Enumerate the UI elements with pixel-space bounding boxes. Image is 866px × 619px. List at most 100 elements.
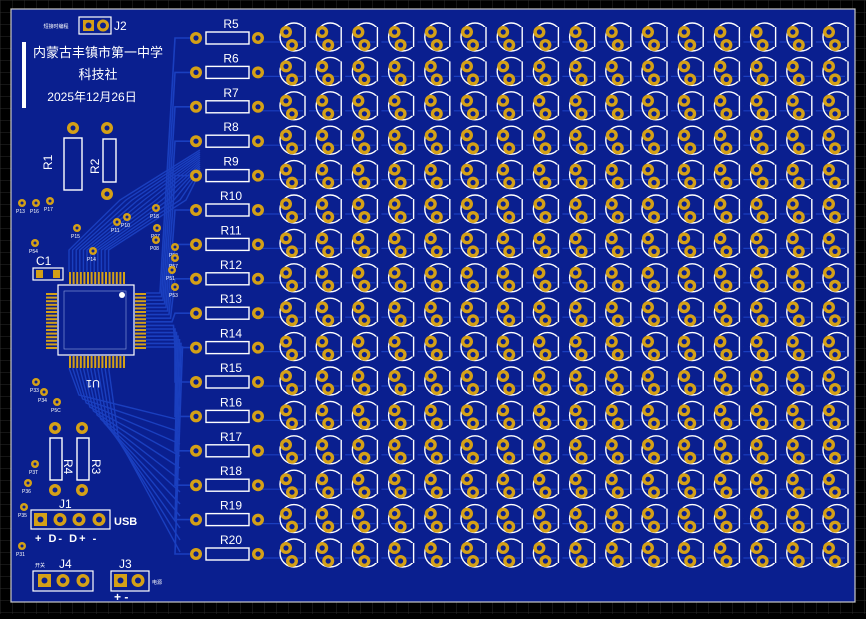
led[interactable] bbox=[786, 22, 816, 52]
led[interactable] bbox=[568, 435, 599, 465]
led[interactable] bbox=[749, 125, 780, 155]
led[interactable] bbox=[568, 228, 599, 259]
test-point[interactable]: P5C bbox=[51, 398, 61, 414]
led[interactable] bbox=[568, 297, 599, 327]
led[interactable] bbox=[315, 469, 346, 499]
led[interactable] bbox=[387, 194, 418, 224]
led[interactable] bbox=[641, 56, 671, 87]
resistor-r7[interactable]: R7 bbox=[190, 86, 264, 114]
led[interactable] bbox=[605, 159, 635, 190]
led[interactable] bbox=[351, 22, 382, 52]
led[interactable] bbox=[496, 297, 527, 327]
led[interactable] bbox=[387, 469, 418, 499]
test-point[interactable]: P16 bbox=[30, 199, 40, 215]
led[interactable] bbox=[605, 297, 635, 327]
led[interactable] bbox=[822, 366, 852, 396]
resistor-r12[interactable]: R12 bbox=[190, 258, 264, 286]
led[interactable] bbox=[677, 56, 708, 87]
led[interactable] bbox=[713, 366, 744, 396]
led[interactable] bbox=[677, 331, 708, 362]
led[interactable] bbox=[424, 56, 454, 87]
led[interactable] bbox=[532, 538, 563, 568]
led[interactable] bbox=[568, 400, 599, 431]
led[interactable] bbox=[713, 194, 744, 224]
led[interactable] bbox=[605, 91, 635, 121]
led[interactable] bbox=[786, 503, 816, 534]
led[interactable] bbox=[496, 22, 527, 52]
led[interactable] bbox=[460, 435, 490, 465]
led[interactable] bbox=[424, 366, 454, 396]
led[interactable] bbox=[713, 297, 744, 327]
led[interactable] bbox=[351, 228, 382, 259]
led[interactable] bbox=[279, 538, 309, 568]
led[interactable] bbox=[822, 538, 852, 568]
led[interactable] bbox=[460, 22, 490, 52]
led[interactable] bbox=[786, 194, 816, 224]
led[interactable] bbox=[279, 435, 309, 465]
led[interactable] bbox=[749, 56, 780, 87]
led[interactable] bbox=[532, 125, 563, 155]
led[interactable] bbox=[749, 297, 780, 327]
led[interactable] bbox=[786, 228, 816, 259]
led[interactable] bbox=[351, 297, 382, 327]
led[interactable] bbox=[568, 22, 599, 52]
test-point[interactable]: P3T bbox=[29, 460, 39, 476]
led[interactable] bbox=[713, 263, 744, 293]
led[interactable] bbox=[677, 503, 708, 534]
led[interactable] bbox=[749, 538, 780, 568]
led[interactable] bbox=[749, 331, 780, 362]
led[interactable] bbox=[387, 56, 418, 87]
led[interactable] bbox=[351, 469, 382, 499]
led[interactable] bbox=[749, 400, 780, 431]
led[interactable] bbox=[279, 297, 309, 327]
led[interactable] bbox=[532, 469, 563, 499]
led[interactable] bbox=[641, 503, 671, 534]
led[interactable] bbox=[749, 159, 780, 190]
led[interactable] bbox=[315, 194, 346, 224]
test-point[interactable]: P10 bbox=[121, 213, 131, 229]
resistor-r6[interactable]: R6 bbox=[190, 51, 264, 80]
led[interactable] bbox=[605, 503, 635, 534]
led[interactable] bbox=[351, 91, 382, 121]
led[interactable] bbox=[713, 22, 744, 52]
led[interactable] bbox=[424, 263, 454, 293]
led[interactable] bbox=[713, 503, 744, 534]
led[interactable] bbox=[387, 22, 418, 52]
led[interactable] bbox=[315, 91, 346, 121]
led[interactable] bbox=[424, 297, 454, 327]
led[interactable] bbox=[315, 366, 346, 396]
led[interactable] bbox=[641, 400, 671, 431]
led[interactable] bbox=[424, 194, 454, 224]
led[interactable] bbox=[532, 400, 563, 431]
led[interactable] bbox=[641, 125, 671, 155]
led[interactable] bbox=[822, 194, 852, 224]
led[interactable] bbox=[713, 228, 744, 259]
resistor-r20[interactable]: R20 bbox=[190, 533, 264, 561]
resistor-r4[interactable]: R4 bbox=[49, 422, 75, 496]
led[interactable] bbox=[605, 435, 635, 465]
led[interactable] bbox=[822, 469, 852, 499]
led[interactable] bbox=[315, 159, 346, 190]
led[interactable] bbox=[677, 263, 708, 293]
resistor-r18[interactable]: R18 bbox=[190, 464, 264, 492]
led[interactable] bbox=[532, 297, 563, 327]
resistor-r8[interactable]: R8 bbox=[190, 120, 264, 148]
led[interactable] bbox=[351, 263, 382, 293]
led[interactable] bbox=[460, 263, 490, 293]
led[interactable] bbox=[279, 366, 309, 396]
led[interactable] bbox=[532, 22, 563, 52]
led[interactable] bbox=[532, 91, 563, 121]
test-point[interactable]: P54 bbox=[29, 239, 39, 255]
led[interactable] bbox=[822, 91, 852, 121]
led[interactable] bbox=[786, 366, 816, 396]
resistor-r10[interactable]: R10 bbox=[190, 189, 264, 217]
led[interactable] bbox=[786, 400, 816, 431]
led[interactable] bbox=[677, 435, 708, 465]
led[interactable] bbox=[351, 503, 382, 534]
led[interactable] bbox=[605, 538, 635, 568]
led[interactable] bbox=[786, 331, 816, 362]
led[interactable] bbox=[315, 435, 346, 465]
led[interactable] bbox=[424, 538, 454, 568]
led[interactable] bbox=[822, 331, 852, 362]
led[interactable] bbox=[822, 159, 852, 190]
